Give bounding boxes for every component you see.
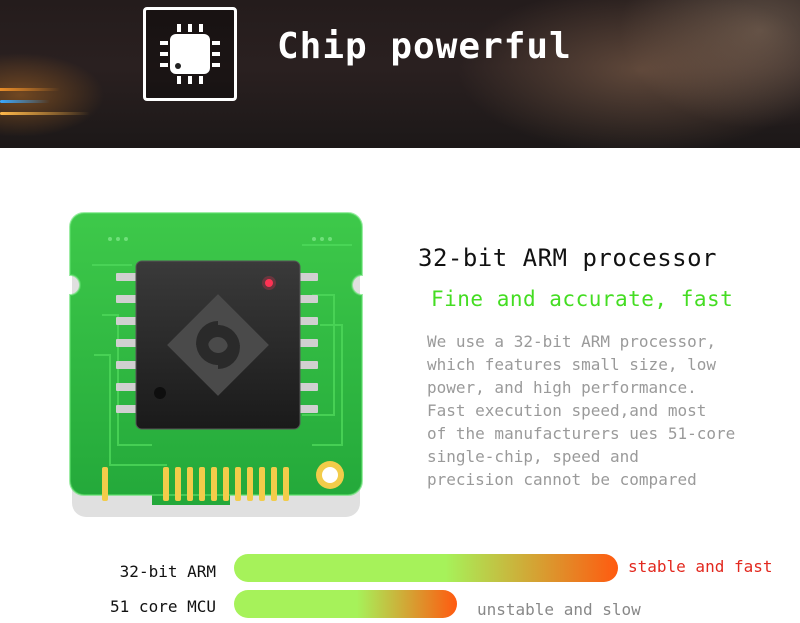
feature-subheading: Fine and accurate, fast: [431, 287, 734, 311]
chip-icon-frame: [143, 7, 237, 101]
chip-icon: [160, 24, 220, 84]
description-line: single-chip, speed and: [427, 447, 639, 466]
feature-heading: 32-bit ARM processor: [418, 244, 717, 272]
description-line: precision cannot be compared: [427, 470, 697, 489]
comparison-label-mcu: 51 core MCU: [110, 597, 216, 616]
banner-title: Chip powerful: [277, 26, 572, 67]
light-streak: [0, 100, 50, 103]
description-line: of the manufacturers ues 51-core: [427, 424, 736, 443]
description-line: Fast execution speed,and most: [427, 401, 707, 420]
light-streak: [0, 88, 60, 91]
description-line: We use a 32-bit ARM processor,: [427, 332, 716, 351]
comparison-note-arm: stable and fast: [628, 557, 773, 576]
comparison-bar-arm: [234, 554, 618, 582]
comparison-label-arm: 32-bit ARM: [119, 562, 216, 581]
light-streak: [0, 112, 90, 115]
comparison-note-mcu: unstable and slow: [477, 600, 641, 619]
description-line: which features small size, low: [427, 355, 716, 374]
feature-description: We use a 32-bit ARM processor, which fea…: [427, 330, 787, 491]
comparison-bar-mcu: [234, 590, 457, 618]
description-line: power, and high performance.: [427, 378, 697, 397]
header-banner: Chip powerful: [0, 0, 800, 148]
processor-logo-icon: [167, 294, 269, 396]
circuit-board-illustration: [69, 212, 363, 517]
